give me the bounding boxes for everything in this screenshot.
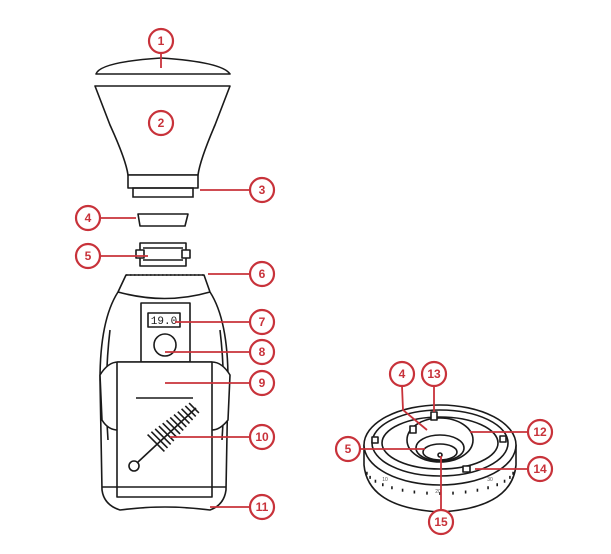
leader-lines [100, 53, 528, 510]
svg-text:2: 2 [158, 116, 165, 130]
callout-14: 14 [526, 455, 554, 483]
grind-display-readout: 19.0 [151, 316, 177, 328]
svg-text:12: 12 [533, 425, 547, 439]
svg-text:6: 6 [259, 267, 266, 281]
callout-10: 10 [248, 423, 276, 451]
svg-text:7: 7 [259, 315, 266, 329]
callout-4: 4 [74, 204, 102, 232]
callout-9: 9 [248, 369, 276, 397]
burr-carrier-assembly: 10 20 30 [363, 404, 517, 513]
callout-11: 11 [248, 493, 276, 521]
brush-bristle [154, 428, 172, 445]
brush-bristle [180, 408, 194, 421]
callout-12: 12 [526, 418, 554, 446]
grinder-body: 19.0 [99, 274, 231, 511]
callout-15: 15 [427, 508, 455, 536]
brush-bristle [158, 425, 175, 442]
brush-bristle [165, 419, 181, 435]
svg-text:15: 15 [434, 515, 448, 529]
cleaning-brush [128, 402, 200, 472]
callout-6: 6 [248, 260, 276, 288]
lower-burr [135, 242, 191, 267]
brush-bristle [147, 434, 165, 452]
brush-bristle [188, 402, 200, 414]
svg-text:9: 9 [259, 376, 266, 390]
callout-burr-5: 5 [334, 435, 362, 463]
svg-text:1: 1 [158, 34, 165, 48]
bean-hopper [94, 85, 231, 198]
dial-label-30: 30 [487, 477, 493, 483]
callout-2: 2 [147, 109, 175, 137]
svg-text:3: 3 [259, 183, 266, 197]
brush-bristle [150, 431, 169, 449]
brush-bristle [173, 413, 187, 428]
callout-7: 7 [248, 308, 276, 336]
callout-3: 3 [248, 176, 276, 204]
hopper-lid [95, 57, 231, 75]
svg-text:5: 5 [345, 442, 352, 456]
svg-text:10: 10 [255, 430, 269, 444]
svg-text:8: 8 [259, 345, 266, 359]
brush-bristle [184, 405, 197, 417]
callout-1: 1 [147, 27, 175, 55]
brush-bristle [169, 416, 184, 431]
dial-label-20: 20 [435, 489, 441, 495]
callout-burr-4: 4 [388, 360, 416, 388]
svg-text:13: 13 [427, 367, 441, 381]
brush-bristle [177, 411, 191, 424]
upper-burr [137, 213, 189, 227]
brush-bristle [162, 422, 178, 438]
svg-text:4: 4 [399, 367, 406, 381]
callout-5: 5 [74, 242, 102, 270]
svg-text:4: 4 [85, 211, 92, 225]
callout-13: 13 [420, 360, 448, 388]
svg-text:5: 5 [85, 249, 92, 263]
dial-label-10: 10 [382, 477, 388, 483]
grounds-bin [116, 361, 213, 498]
svg-text:11: 11 [256, 500, 269, 514]
grind-dial-knob [153, 333, 177, 357]
svg-text:14: 14 [533, 462, 547, 476]
callout-8: 8 [248, 338, 276, 366]
